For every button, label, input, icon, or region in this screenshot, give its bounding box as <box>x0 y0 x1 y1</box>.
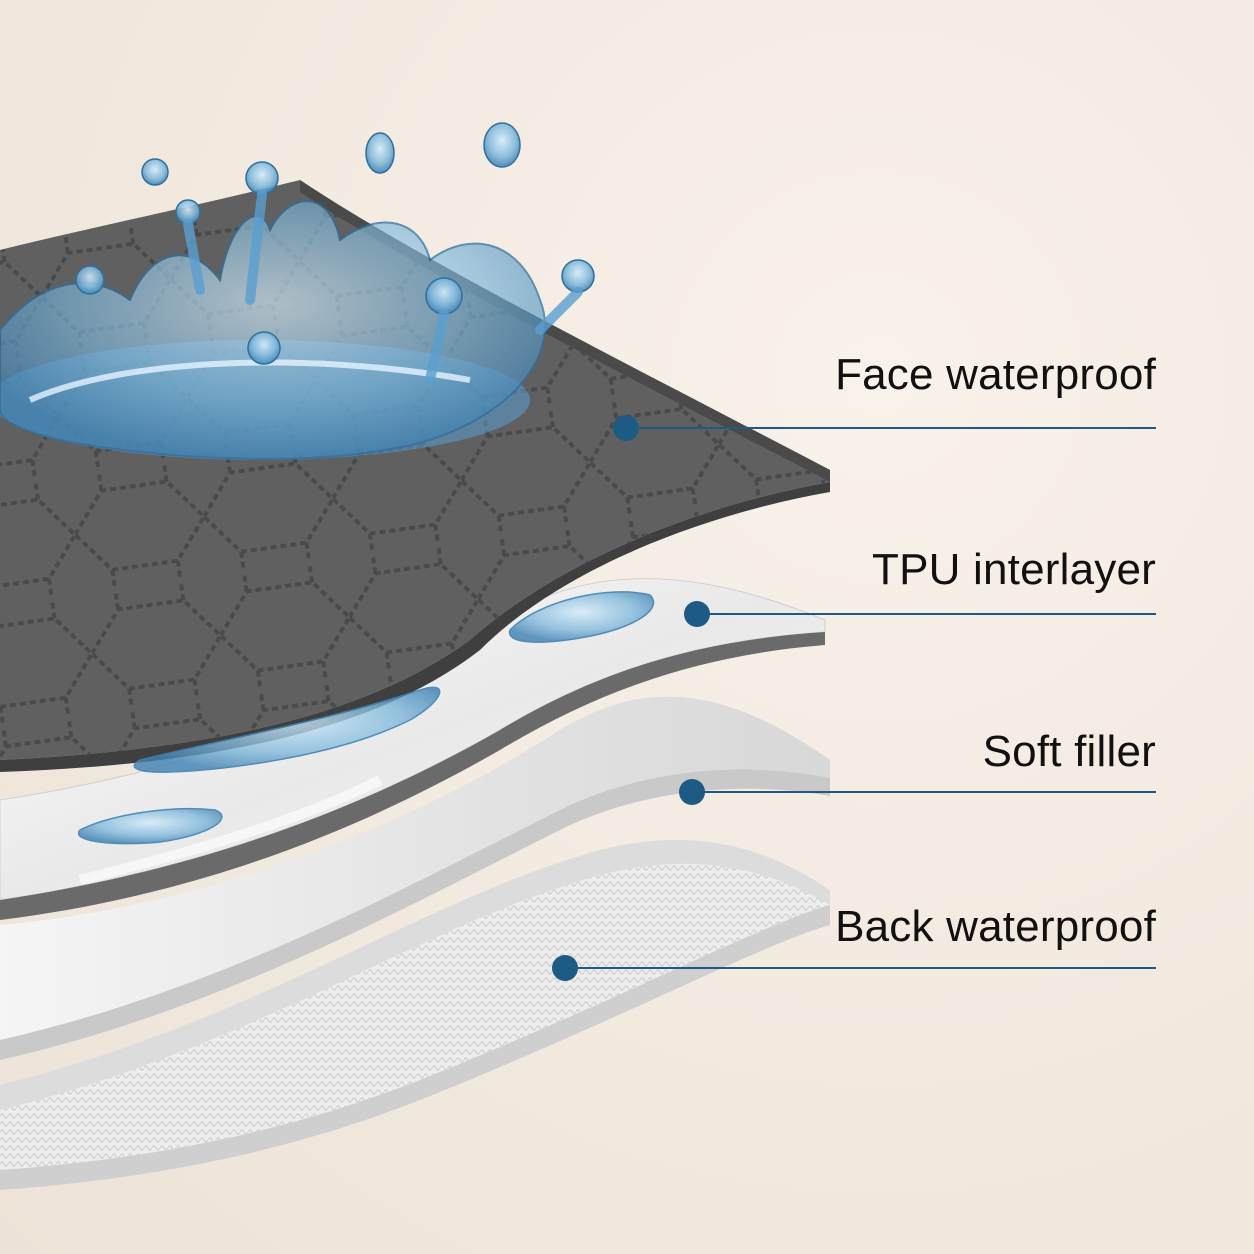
callout-marker <box>613 415 639 441</box>
soft-filler-layer <box>0 696 830 1060</box>
callout-tpu <box>684 601 1156 627</box>
back-waterproof-label: Back waterproof <box>835 902 1156 951</box>
water-splash <box>0 122 595 460</box>
soft-filler-label: Soft filler <box>982 727 1156 776</box>
tpu-interlayer-label: TPU interlayer <box>872 545 1156 594</box>
face-waterproof-label: Face waterproof <box>835 350 1156 399</box>
water-drops <box>77 591 655 845</box>
callout-filler <box>679 779 1156 805</box>
callout-back <box>552 955 1156 981</box>
callout-marker <box>684 601 710 627</box>
callout-marker <box>679 779 705 805</box>
back-waterproof-layer <box>0 839 830 1190</box>
callout-marker <box>552 955 578 981</box>
callout-face <box>613 415 1156 441</box>
